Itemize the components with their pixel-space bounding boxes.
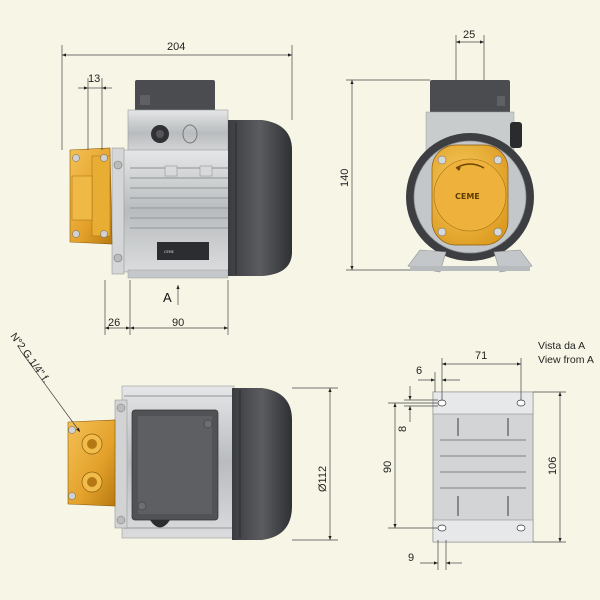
dim-hole-y: 8 xyxy=(397,426,409,432)
nameplate xyxy=(157,242,209,260)
screw-icon xyxy=(137,501,147,511)
brand-logo: CEME xyxy=(455,192,480,201)
dim-view-width: 71 xyxy=(475,350,487,362)
dim-hole-dia: 9 xyxy=(408,552,414,564)
dim-overall-length: 204 xyxy=(167,41,185,53)
cooling-fins xyxy=(130,167,232,229)
dim-foot-length: 90 xyxy=(172,317,184,329)
pump-flange-top xyxy=(114,399,128,529)
side-view-dimensions xyxy=(61,45,293,335)
dim-hole-x: 6 xyxy=(416,365,422,377)
pump-flange-side xyxy=(111,147,125,275)
front-view-dimensions xyxy=(346,35,485,271)
terminal-box-front xyxy=(430,80,510,114)
dim-port-offset: 13 xyxy=(88,73,100,85)
rotation-arrow-icon xyxy=(455,163,485,169)
front-view: CEME xyxy=(406,80,534,273)
dim-hole-spacing: 90 xyxy=(382,461,394,473)
fins-bottom xyxy=(440,439,526,489)
dim-view-height: 106 xyxy=(547,457,559,475)
view-a-dimensions xyxy=(388,358,566,570)
top-view-dimensions xyxy=(19,349,338,541)
view-from-a xyxy=(432,391,534,543)
top-view xyxy=(67,385,292,540)
screw-icon xyxy=(203,419,213,429)
dim-diameter: Ø112 xyxy=(317,466,329,492)
dim-height: 140 xyxy=(339,169,351,187)
mounting-hole-icon xyxy=(516,399,526,407)
port-spec-label: N°2 G.1/4" f. xyxy=(8,331,52,386)
side-view: CEME xyxy=(69,80,292,279)
nameplate-text: CEME xyxy=(164,250,174,254)
bolt-icon xyxy=(493,155,503,165)
fan-cover-side xyxy=(228,120,292,276)
dim-front-width: 25 xyxy=(463,29,475,41)
fan-cover-top xyxy=(232,388,292,540)
foot-plate xyxy=(432,391,534,543)
dim-motor-offset: 26 xyxy=(108,317,120,329)
motor-foot-side xyxy=(127,269,229,279)
mounting-hole-icon xyxy=(516,524,526,532)
view-caption-it: Vista da A xyxy=(538,340,585,352)
pump-head-top xyxy=(67,419,116,507)
bolt-icon xyxy=(493,227,503,237)
cable-gland-top-icon xyxy=(150,520,170,528)
view-marker-a: A xyxy=(163,290,172,305)
mounting-hole-icon xyxy=(437,399,447,407)
mounting-hole-icon xyxy=(437,524,447,532)
motor-top-plate xyxy=(127,109,229,157)
terminal-box-side xyxy=(135,80,215,112)
view-caption-en: View from A xyxy=(538,354,594,366)
bolt-icon xyxy=(437,227,447,237)
bolt-icon xyxy=(437,155,447,165)
